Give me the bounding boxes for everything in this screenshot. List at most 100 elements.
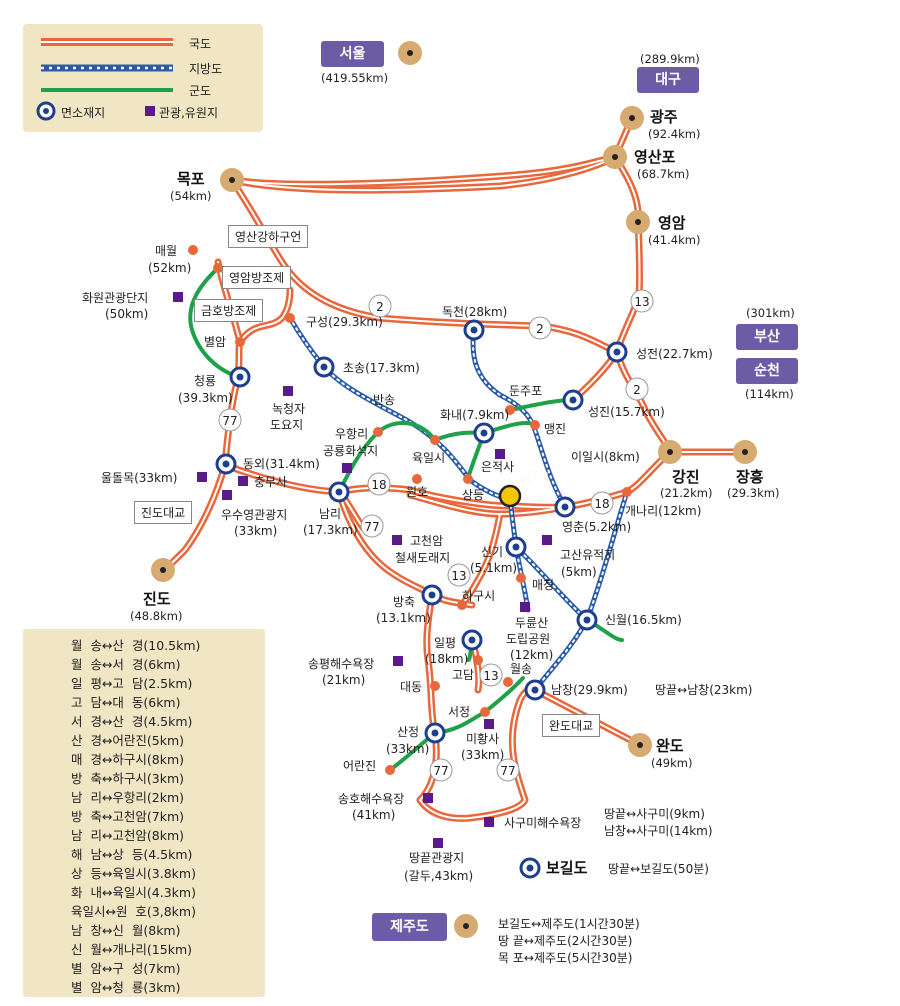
- place-label: 남리: [319, 507, 341, 521]
- place-label: 개나리(12km): [625, 504, 701, 518]
- place-label: 녹청자: [272, 402, 305, 416]
- place-label: 목 포↔제주도(5시간30분): [498, 951, 632, 965]
- office-marker[interactable]: [328, 481, 350, 503]
- city-marker-seoul[interactable]: [398, 41, 422, 65]
- city-marker-wando[interactable]: [628, 733, 652, 757]
- office-marker[interactable]: [505, 536, 527, 558]
- place-label: 매청: [532, 578, 554, 592]
- svg-text:2: 2: [633, 383, 641, 397]
- legend-tourist: 관광,유원지: [159, 106, 219, 120]
- jeju-pill[interactable]: 제주도: [372, 913, 447, 941]
- city-dist-gwangju: (92.4km): [648, 127, 700, 141]
- tourist-marker[interactable]: [484, 719, 494, 729]
- place-label: 땅 끝↔제주도(2시간30분): [498, 934, 632, 948]
- city-marker-jangheung[interactable]: [733, 440, 757, 464]
- city-dist-yeongam: (41.4km): [648, 233, 700, 247]
- tourist-marker[interactable]: [238, 476, 248, 486]
- haenam-center[interactable]: 해남: [498, 468, 548, 508]
- label-wando-bridge: 완도대교: [542, 714, 601, 737]
- office-marker[interactable]: [562, 389, 584, 411]
- distance-row: 상 등↔육일시(3.8km): [71, 866, 196, 881]
- city-label-gwangju: 광주: [650, 108, 678, 126]
- tourist-marker[interactable]: [342, 463, 352, 473]
- place-label: 초송(17.3km): [343, 361, 420, 375]
- city-marker-yeongsanpo[interactable]: [603, 145, 627, 169]
- place-label: 공룡화석지: [323, 444, 378, 458]
- place-label: (18km): [425, 652, 468, 666]
- busan-pill[interactable]: 부산: [736, 324, 798, 350]
- place-label: 철새도래지: [395, 551, 450, 565]
- tourist-marker[interactable]: [283, 386, 293, 396]
- place-label: 산정: [397, 725, 419, 739]
- place-label: 신기: [481, 545, 503, 559]
- office-marker[interactable]: [215, 453, 237, 475]
- city-label-yeongsanpo: 영산포: [634, 148, 676, 166]
- office-marker[interactable]: [554, 496, 576, 518]
- distance-row: 해 남↔상 등(4.5km): [71, 847, 193, 862]
- office-marker[interactable]: [519, 857, 541, 879]
- distance-row: 월 송↔서 경(6km): [71, 657, 181, 672]
- city-marker-yeongam[interactable]: [626, 210, 650, 234]
- city-marker-gangjin[interactable]: [658, 440, 682, 464]
- tourist-marker[interactable]: [495, 449, 505, 459]
- place-label: 맹진: [544, 422, 566, 436]
- tourist-marker[interactable]: [392, 535, 402, 545]
- office-marker[interactable]: [424, 722, 446, 744]
- tourist-marker[interactable]: [484, 817, 494, 827]
- route-marker: 77: [360, 514, 384, 538]
- place-label: 성전(22.7km): [636, 347, 713, 361]
- office-marker[interactable]: [463, 319, 485, 341]
- route-marker: 77: [429, 758, 453, 782]
- tourist-marker[interactable]: [173, 292, 183, 302]
- legend-office: 면소재지: [61, 106, 106, 120]
- place-labels: 매월 (52km) 화원관광단지 (50km) 별암 청룡 (39.3km) 구…: [82, 244, 753, 965]
- city-label-jindo: 진도: [143, 590, 171, 608]
- tourist-marker[interactable]: [423, 793, 433, 803]
- tourist-marker[interactable]: [433, 838, 443, 848]
- distance-row: 화 내↔육일시(4.3km): [71, 885, 196, 900]
- place-label: (41km): [352, 808, 395, 822]
- route-marker: 2: [625, 377, 649, 401]
- distance-row: 고 담↔대 동(6km): [71, 695, 181, 710]
- office-marker[interactable]: [524, 679, 546, 701]
- tourist-marker[interactable]: [542, 535, 552, 545]
- tourist-marker[interactable]: [393, 656, 403, 666]
- office-marker[interactable]: [576, 609, 598, 631]
- seoul-pill[interactable]: 서울: [321, 41, 384, 67]
- tourist-marker[interactable]: [197, 472, 207, 482]
- office-marker[interactable]: [229, 366, 251, 388]
- daegu-pill[interactable]: 대구: [637, 67, 699, 93]
- place-label: 둔주포: [509, 384, 542, 398]
- office-marker[interactable]: [461, 629, 483, 651]
- legend-swatches: [36, 38, 173, 121]
- office-marker[interactable]: [606, 341, 628, 363]
- place-label: 땅끝관광지: [409, 851, 464, 865]
- city-marker-jindo[interactable]: [151, 558, 175, 582]
- office-marker[interactable]: [473, 422, 495, 444]
- place-label: 일평: [434, 636, 456, 650]
- distance-row: 별 암↔구 성(7km): [71, 961, 181, 976]
- place-label: 매월: [155, 244, 177, 258]
- distance-row: 산 경↔어란진(5km): [71, 733, 185, 748]
- city-marker-gwangju[interactable]: [620, 106, 644, 130]
- city-dist-jindo: (48.8km): [130, 609, 182, 623]
- place-label: 청룡: [194, 374, 216, 388]
- tourist-marker[interactable]: [222, 490, 232, 500]
- city-marker-jeju[interactable]: [454, 914, 478, 938]
- place-label: 신월(16.5km): [605, 613, 682, 627]
- city-marker-mokpo[interactable]: [220, 168, 244, 192]
- route-marker: 13: [447, 563, 471, 587]
- distance-row: 신 월↔개나리(15km): [71, 942, 192, 957]
- tourist-marker[interactable]: [520, 602, 530, 612]
- place-label: 육일시: [412, 451, 445, 465]
- city-dist-seoul: (419.55km): [321, 71, 388, 85]
- svg-text:2: 2: [536, 322, 544, 336]
- legend-local: 지방도: [189, 62, 223, 76]
- office-marker[interactable]: [421, 584, 443, 606]
- route-marker: 2: [368, 294, 392, 318]
- legend-national: 국도: [189, 37, 212, 51]
- place-label: 남창(29.9km): [551, 683, 628, 697]
- office-marker[interactable]: [313, 356, 335, 378]
- place-label: (5.1km): [470, 561, 517, 575]
- suncheon-pill[interactable]: 순천: [736, 358, 798, 384]
